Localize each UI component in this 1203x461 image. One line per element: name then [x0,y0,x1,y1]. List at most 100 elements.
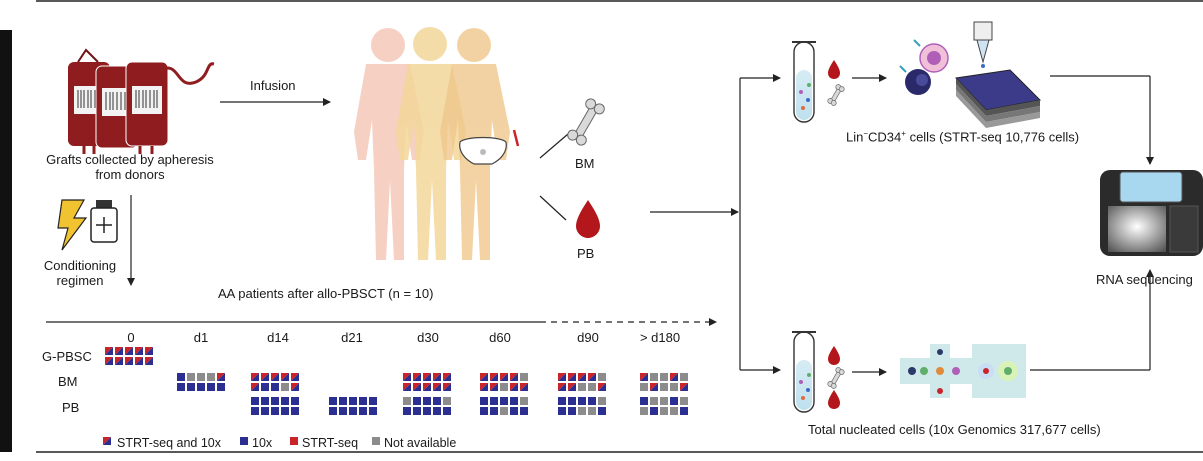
blood-drop-small-bottom-1 [828,346,840,365]
sample-cell-na [578,407,586,415]
rna-seq-label: RNA sequencing [1096,272,1193,287]
sample-cell-10x [500,397,508,405]
sample-cell-both [640,373,648,381]
sample-cell-na [650,373,658,381]
pelvis-icon [459,136,507,165]
sample-cell-both [568,373,576,381]
sample-cell-10x [433,397,441,405]
sample-cell-na [640,407,648,415]
sample-cell-both [125,357,133,365]
sample-cell-10x [558,407,566,415]
sample-cell-10x [339,407,347,415]
sample-cell-10x [568,397,576,405]
timepoint-label: d60 [489,330,511,345]
blood-drop-icon [576,200,600,238]
sample-cell-10x [291,407,299,415]
blood-drop-small-bottom-2 [828,390,840,409]
legend-10x-label: 10x [252,436,273,450]
sample-cell-both [145,347,153,355]
sample-cell-na [443,397,451,405]
sample-cell-na [520,373,528,381]
sample-cell-na [640,383,648,391]
sample-cell-na [660,383,668,391]
medicine-bottle-icon [90,200,118,243]
test-tube-top [792,41,816,123]
sample-cell-10x [359,397,367,405]
bone-icon [567,98,605,146]
conditioning-label: Conditioning regimen [30,258,130,288]
sample-cell-10x [413,407,421,415]
sample-cell-na [680,397,688,405]
sample-cell-both [443,373,451,381]
timepoint-label: > d180 [639,330,681,345]
microfluidic-chip-icon [900,344,1026,398]
sample-cell-10x [207,383,215,391]
sample-cell-both [423,383,431,391]
sample-cell-10x [680,407,688,415]
sample-cell-10x [588,397,596,405]
sample-cell-10x [480,407,488,415]
infusion-label: Infusion [250,78,296,93]
sample-cell-na [598,373,606,381]
conditioning-line1: Conditioning [43,258,117,273]
sample-cell-both [105,357,113,365]
legend [103,437,380,445]
lin-cells-sup2: + [901,129,906,138]
sorted-cells-icon [899,39,949,95]
lin-cells-label: Lin−CD34+ cells (STRT-seq 10,776 cells) [846,126,1079,144]
sample-cell-na [500,383,508,391]
sample-cell-10x [281,397,289,405]
sample-cell-both [413,383,421,391]
sample-cell-10x [413,397,421,405]
timepoint-label: d1 [193,330,209,345]
sample-cell-10x [261,397,269,405]
sample-cell-10x [403,407,411,415]
sample-cell-10x [598,407,606,415]
sample-cell-both [291,383,299,391]
patient-silhouettes [354,27,520,260]
sample-cell-10x [510,397,518,405]
timepoint-label: d90 [577,330,599,345]
sample-cell-na [207,373,215,381]
lin-cells-sup1: − [863,129,869,138]
sample-cell-na [588,383,596,391]
sample-cell-10x [339,397,347,405]
lin-cells-mid: CD34 [868,129,902,145]
blood-drop-small-top [828,60,840,79]
sample-cell-10x [640,397,648,405]
sample-cell-10x [490,407,498,415]
sample-cell-both [578,373,586,381]
sample-cell-both [433,373,441,381]
sample-cell-10x [578,397,586,405]
sample-cell-both [281,373,289,381]
sample-cell-10x [558,397,566,405]
sample-cell-na [660,373,668,381]
sample-cell-10x [650,407,658,415]
legend-both-label: STRT-seq and 10x [117,436,221,450]
sample-cell-na [650,397,658,405]
sample-cell-both [135,357,143,365]
needle-mark [512,129,520,147]
sample-cell-both [558,373,566,381]
sample-grids [105,347,688,415]
timepoint-label: d30 [417,330,439,345]
grafts-label-line1: Grafts collected by apheresis [46,152,214,167]
sample-cell-both [271,373,279,381]
sample-cell-both [251,383,259,391]
legend-swatch-strt [290,437,298,445]
sample-cell-10x [480,397,488,405]
sample-cell-both [115,357,123,365]
sample-cell-10x [197,383,205,391]
sample-cell-both [480,383,488,391]
total-cells-label: Total nucleated cells (10x Genomics 317,… [808,422,1101,437]
sample-cell-na [598,397,606,405]
sample-cell-both [105,347,113,355]
sample-cell-10x [568,407,576,415]
sample-cell-both [670,373,678,381]
sample-cell-10x [520,407,528,415]
sample-cell-both [115,347,123,355]
sample-cell-both [490,383,498,391]
grafts-label-line2: from donors [95,167,165,182]
